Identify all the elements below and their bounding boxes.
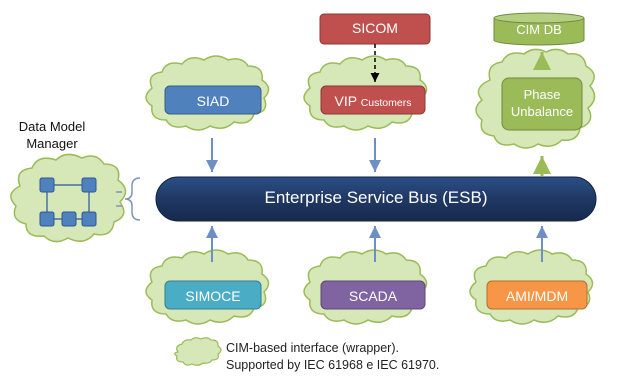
simoce-label: SIMOCE xyxy=(185,288,241,304)
phase-label: Phase Unbalance xyxy=(502,86,582,120)
phase-line-2: Unbalance xyxy=(510,104,574,119)
scada-box xyxy=(320,280,426,310)
vip-box xyxy=(320,85,426,115)
esb-label: Enterprise Service Bus (ESB) xyxy=(264,188,488,207)
simoce-box xyxy=(164,280,262,310)
vip-main: VIP xyxy=(334,93,357,109)
brace-connector xyxy=(124,177,141,221)
legend-line-1: CIM-based interface (wrapper). xyxy=(226,341,399,355)
cloud-data-model-manager xyxy=(10,153,127,243)
scada-label: SCADA xyxy=(348,288,398,304)
legend-text: CIM-based interface (wrapper). Supported… xyxy=(226,340,439,374)
data-model-icon xyxy=(39,177,97,227)
vip-sub: Customers xyxy=(360,97,412,109)
phase-line-1: Phase xyxy=(523,87,561,102)
dmm-line-2: Manager xyxy=(26,136,78,151)
esb-bar xyxy=(155,176,597,222)
cim-db-label: CIM DB xyxy=(516,22,562,37)
legend-line-2: Supported by IEC 61968 e IEC 61970. xyxy=(226,358,440,372)
vip-label: VIP Customers xyxy=(321,93,425,109)
siad-box xyxy=(164,85,262,115)
phase-box xyxy=(501,77,583,131)
dmm-line-1: Data Model xyxy=(18,119,86,134)
sicom-label: SICOM xyxy=(352,20,398,36)
cim-db-cylinder xyxy=(493,12,585,46)
siad-label: SIAD xyxy=(196,93,230,109)
data-model-manager-label: Data Model Manager xyxy=(0,118,104,152)
ami-mdm-box xyxy=(486,280,588,310)
ami-mdm-label: AMI/MDM xyxy=(505,288,569,304)
legend-cloud-icon xyxy=(174,337,222,366)
